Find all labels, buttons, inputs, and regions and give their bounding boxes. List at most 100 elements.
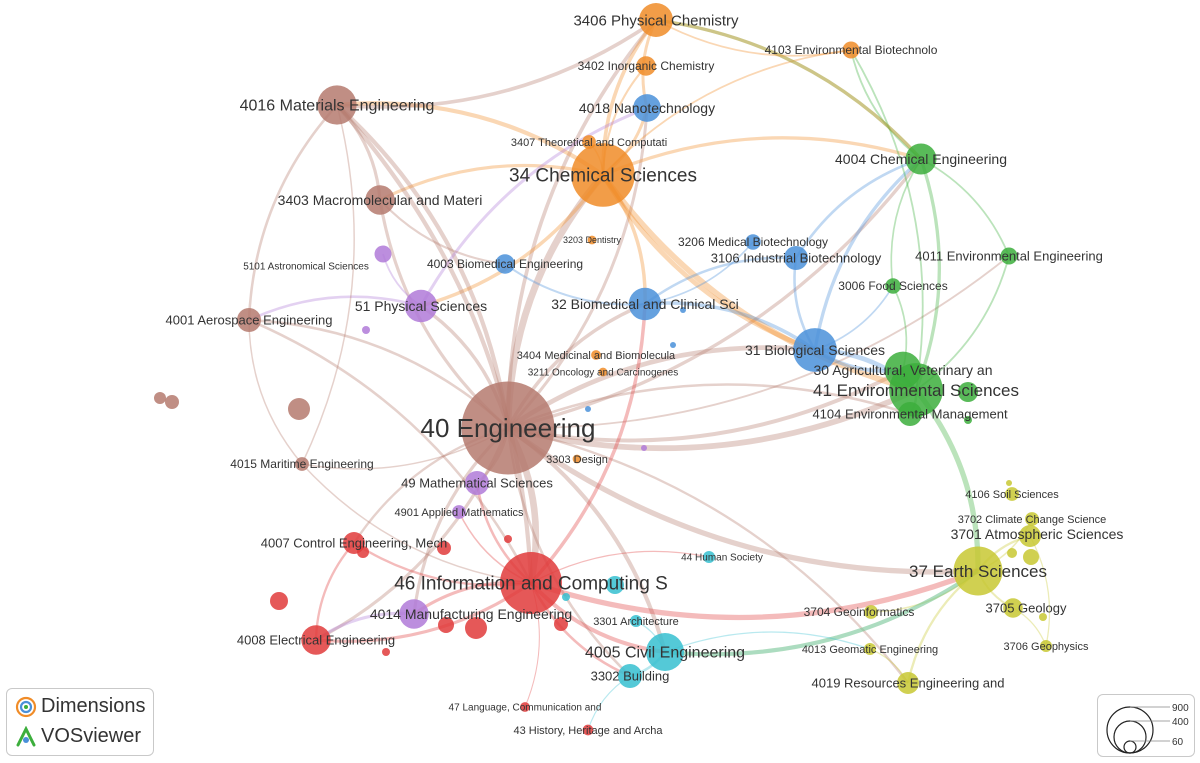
nodes-layer — [154, 3, 1053, 736]
node-n47[interactable] — [520, 702, 530, 712]
node-n3303[interactable] — [572, 454, 582, 464]
node-label-n3701: 3701 Atmospheric Sciences — [951, 526, 1124, 542]
node-n37[interactable] — [953, 546, 1003, 596]
node-label-n49: 49 Mathematical Sciences — [401, 476, 553, 491]
node-n4019[interactable] — [897, 672, 919, 694]
node-label-n4901: 4901 Applied Mathematics — [394, 507, 524, 519]
minor-node-21[interactable] — [958, 382, 978, 402]
node-n4008[interactable] — [301, 625, 331, 655]
node-n4018[interactable] — [633, 94, 661, 122]
node-n40[interactable] — [461, 381, 555, 475]
node-n3302[interactable] — [617, 663, 643, 689]
minor-node-15[interactable] — [382, 648, 390, 656]
node-label-n32: 32 Biomedical and Clinical Sci — [551, 296, 739, 312]
node-n4005[interactable] — [646, 633, 684, 671]
edge-n31-n4004 — [813, 157, 923, 351]
node-n51[interactable] — [404, 289, 438, 323]
node-n3702[interactable] — [1025, 512, 1039, 526]
node-n3006[interactable] — [885, 278, 901, 294]
edge-n40-n4011 — [507, 255, 1010, 429]
minor-node-2[interactable] — [288, 398, 310, 420]
minor-node-3[interactable] — [362, 326, 370, 334]
branding-badge: Dimensions VOSviewer — [6, 688, 154, 756]
dimensions-label: Dimensions — [41, 695, 146, 717]
node-n4003[interactable] — [495, 254, 515, 274]
node-label-n3203: 3203 Dentistry — [563, 235, 622, 245]
minor-node-17[interactable] — [1006, 480, 1012, 486]
node-n4013[interactable] — [863, 642, 877, 656]
node-n3211[interactable] — [598, 367, 608, 377]
node-n3704[interactable] — [864, 605, 878, 619]
minor-node-13[interactable] — [465, 617, 487, 639]
edge-n4016-n46 — [335, 103, 534, 584]
minor-node-12[interactable] — [438, 617, 454, 633]
minor-node-10[interactable] — [504, 535, 512, 543]
node-n4016[interactable] — [317, 85, 357, 125]
node-n3206[interactable] — [745, 234, 761, 250]
node-label-n3402: 3402 Inorganic Chemistry — [578, 59, 715, 73]
node-n3106[interactable] — [783, 245, 809, 271]
node-n4004[interactable] — [905, 143, 937, 175]
edge-n40-n4019 — [507, 426, 909, 684]
node-n4901[interactable] — [452, 505, 466, 519]
node-n4007[interactable] — [343, 532, 365, 554]
dimensions-brand: Dimensions — [15, 695, 145, 718]
node-n4106[interactable] — [1005, 487, 1019, 501]
node-n43[interactable] — [582, 724, 594, 736]
node-n3403[interactable] — [365, 185, 395, 215]
node-n3701[interactable] — [1019, 525, 1041, 547]
minor-node-11[interactable] — [270, 592, 288, 610]
node-n4014[interactable] — [399, 599, 429, 629]
minor-node-1[interactable] — [165, 395, 179, 409]
node-label-n4015: 4015 Maritime Engineering — [230, 457, 373, 471]
minor-node-16[interactable] — [964, 416, 972, 424]
node-label-n41: 41 Environmental Sciences — [813, 381, 1019, 400]
node-n3402[interactable] — [636, 56, 656, 76]
node-n4011[interactable] — [1000, 247, 1018, 265]
node-n4104[interactable] — [897, 401, 923, 427]
minor-node-22[interactable] — [606, 576, 624, 594]
minor-node-19[interactable] — [1007, 548, 1017, 558]
edge-n40-n4018 — [506, 107, 649, 430]
minor-node-14[interactable] — [554, 617, 568, 631]
edge-n40-n4016 — [335, 103, 511, 429]
node-n34[interactable] — [571, 143, 635, 207]
minor-node-18[interactable] — [1023, 549, 1039, 565]
node-n5101[interactable] — [374, 245, 392, 263]
node-n44[interactable] — [702, 550, 716, 564]
node-label-n3706: 3706 Geophysics — [1004, 641, 1089, 653]
node-n41[interactable] — [889, 363, 943, 417]
size-legend: 900 400 60 — [1097, 694, 1195, 757]
node-label-n34: 34 Chemical Sciences — [509, 166, 697, 187]
node-n4015[interactable] — [295, 457, 309, 471]
minor-node-0[interactable] — [154, 392, 166, 404]
node-n4001[interactable] — [236, 307, 262, 333]
edge-n4016-n4015 — [301, 104, 355, 465]
minor-node-7[interactable] — [670, 342, 676, 348]
minor-node-20[interactable] — [1039, 613, 1047, 621]
node-n32[interactable] — [628, 287, 662, 321]
legend-value-small: 60 — [1172, 737, 1184, 748]
node-n3406[interactable] — [639, 3, 673, 37]
node-n3301[interactable] — [629, 614, 643, 628]
node-n49[interactable] — [464, 470, 490, 496]
minor-node-5[interactable] — [641, 445, 647, 451]
node-label-n31: 31 Biological Sciences — [745, 342, 885, 358]
minor-node-23[interactable] — [562, 593, 570, 601]
node-n31[interactable] — [793, 328, 837, 372]
node-n3705[interactable] — [1003, 598, 1023, 618]
dimensions-logo-icon — [15, 696, 37, 717]
minor-node-6[interactable] — [680, 307, 686, 313]
node-n3407[interactable] — [582, 135, 596, 149]
minor-node-4[interactable] — [585, 406, 591, 412]
node-label-n4003: 4003 Biomedical Engineering — [427, 257, 583, 271]
node-n4103[interactable] — [842, 41, 860, 59]
node-label-n46: 46 Information and Computing S — [394, 574, 668, 595]
node-n46[interactable] — [500, 552, 562, 614]
node-label-n43: 43 History, Heritage and Archa — [514, 725, 664, 737]
node-n3203[interactable] — [587, 235, 597, 245]
node-n3404[interactable] — [591, 350, 601, 360]
minor-node-9[interactable] — [437, 541, 451, 555]
node-n3706[interactable] — [1039, 639, 1053, 653]
